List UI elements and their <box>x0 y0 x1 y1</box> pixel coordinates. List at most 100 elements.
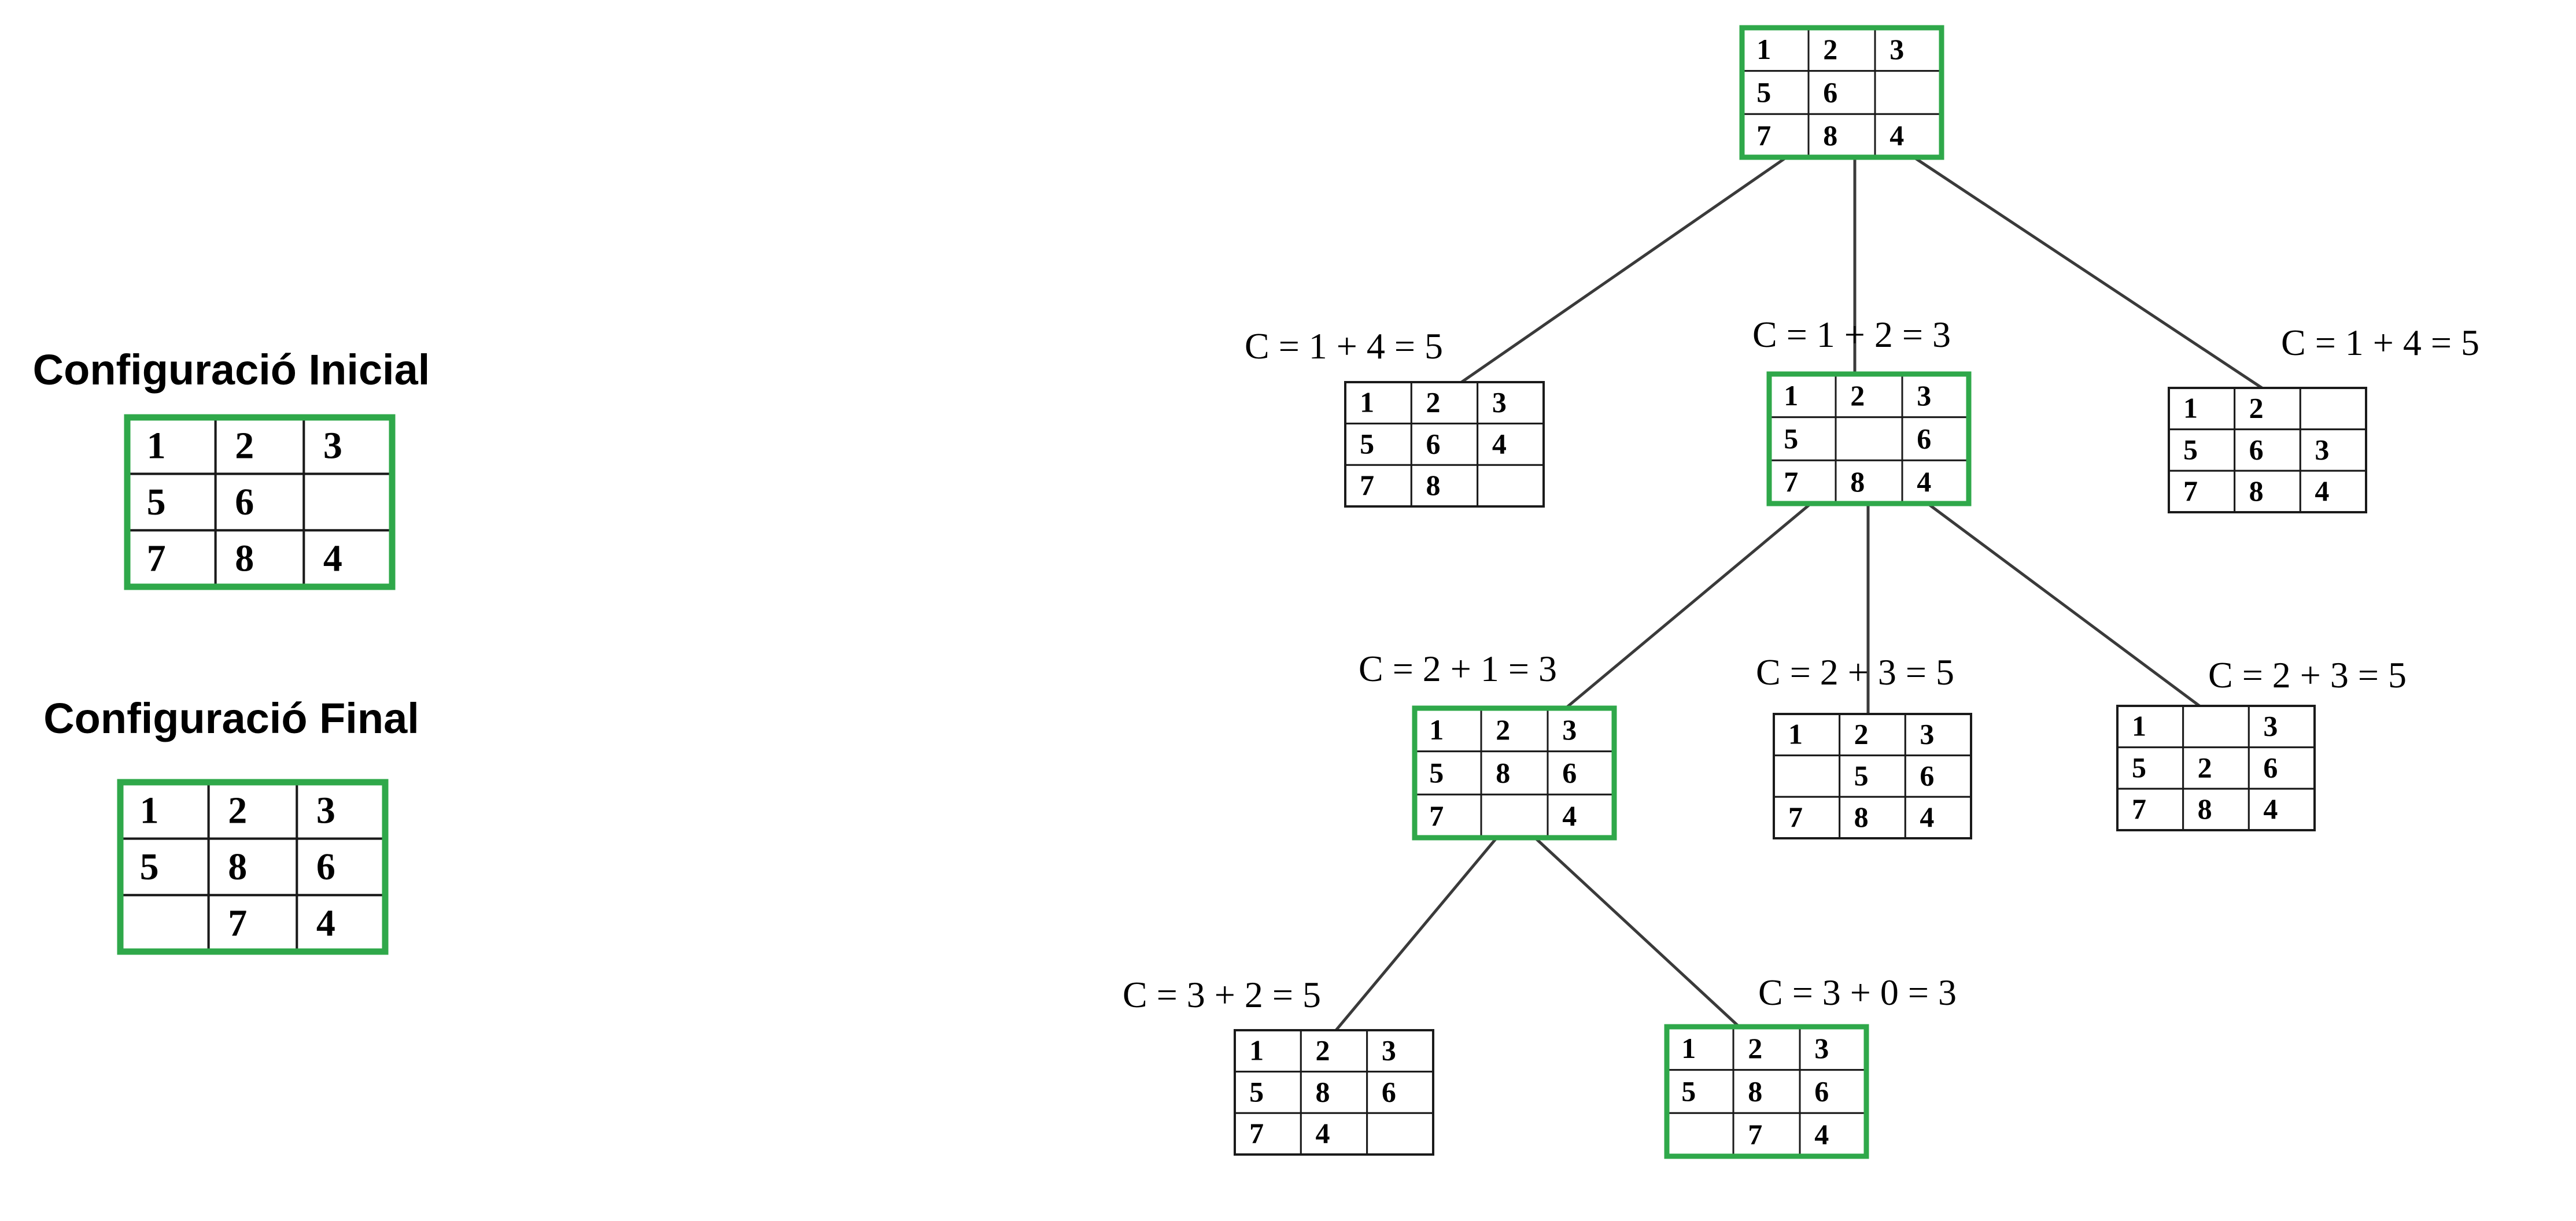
board-cell <box>1741 113 1810 158</box>
tile-number: 7 <box>147 538 166 580</box>
tile-number: 7 <box>1788 801 1803 833</box>
tile-number: 1 <box>147 424 166 467</box>
board-cell <box>207 894 298 953</box>
tile-number: 7 <box>1249 1117 1264 1149</box>
board-cell <box>2182 787 2250 831</box>
board-cell <box>1904 713 1972 757</box>
board-cell <box>1300 1029 1368 1073</box>
board-cell <box>1732 1069 1801 1114</box>
board-cell <box>2299 469 2367 513</box>
tile-number: 2 <box>1426 386 1440 419</box>
board-cell <box>1773 713 1841 757</box>
board-cell <box>1547 793 1615 839</box>
tile-number: 7 <box>1756 119 1771 151</box>
board-cell <box>1773 754 1841 798</box>
highlight-border <box>1739 25 1944 160</box>
board-cell <box>1835 416 1903 461</box>
highlight-border <box>124 414 396 590</box>
tile-number: 4 <box>2263 793 2278 825</box>
board-cell <box>1901 459 1970 505</box>
tile-number: 3 <box>1814 1032 1829 1064</box>
tile-number: 5 <box>2132 751 2146 783</box>
board-cell <box>1480 750 1549 796</box>
board-border <box>2116 705 2316 831</box>
board-cell <box>1799 1026 1868 1071</box>
tile-number: 6 <box>1917 422 1931 454</box>
tile-number: 4 <box>323 538 342 580</box>
board-cell <box>1410 381 1479 425</box>
tile-number: 2 <box>1496 713 1510 746</box>
board-cell <box>1901 373 1970 419</box>
tile-number: 2 <box>2198 751 2212 783</box>
board-cell <box>302 472 393 532</box>
board-cell <box>296 837 386 897</box>
board-cell <box>1835 373 1903 419</box>
board-cell <box>1741 27 1810 72</box>
tile-number: 7 <box>2183 475 2198 507</box>
board-cell <box>1768 373 1837 419</box>
tile-number: 6 <box>1814 1075 1829 1107</box>
board-cell <box>1410 423 1479 466</box>
board-cell <box>1904 754 1972 798</box>
board-cell <box>1807 27 1876 72</box>
board-cell <box>1234 1071 1302 1114</box>
tile-number: 1 <box>1360 386 1374 419</box>
board-cell <box>1344 423 1412 466</box>
board-cell <box>214 472 305 532</box>
tile-number: 3 <box>1562 713 1577 746</box>
board-cell <box>1768 416 1837 461</box>
tile-number: 2 <box>1850 379 1865 412</box>
board-cell <box>1807 70 1876 115</box>
tile-number: 3 <box>323 424 342 467</box>
tile-number: 1 <box>1784 379 1798 412</box>
tile-number: 4 <box>316 902 335 945</box>
board-cell <box>296 781 386 840</box>
board-cell <box>1234 1029 1302 1073</box>
tile-number: 2 <box>1854 718 1869 750</box>
tile-number: 6 <box>1382 1075 1396 1108</box>
board-cell <box>126 472 217 532</box>
board-cell <box>1366 1029 1434 1073</box>
tile-number: 3 <box>1889 33 1904 65</box>
board-cell <box>119 894 210 953</box>
cost-label: C = 2 + 1 = 3 <box>1359 648 1557 689</box>
cost-label: C = 2 + 3 = 5 <box>1756 652 1954 693</box>
board-cell <box>214 529 305 588</box>
board-cell <box>1732 1112 1801 1157</box>
tile-number: 5 <box>147 481 166 523</box>
tile-number: 1 <box>1681 1032 1696 1064</box>
board-cell <box>1768 459 1837 505</box>
tile-number: 1 <box>140 789 159 831</box>
tree-edge <box>1460 156 1788 384</box>
tile-number: 4 <box>1917 465 1931 498</box>
tile-number: 8 <box>1748 1075 1762 1107</box>
board-cell <box>1839 796 1906 839</box>
tile-number: 5 <box>1756 76 1771 108</box>
tile-number: 6 <box>1823 76 1837 108</box>
highlight-border <box>1766 371 1972 506</box>
board-cell <box>1835 459 1903 505</box>
cost-label: C = 2 + 3 = 5 <box>2208 654 2407 695</box>
board-cell <box>1874 113 1943 158</box>
tile-number: 5 <box>140 846 159 888</box>
tile-number: 8 <box>2249 475 2264 507</box>
board-cell <box>302 416 393 475</box>
cost-label: C = 1 + 4 = 5 <box>1245 325 1443 367</box>
tile-number: 8 <box>1823 119 1837 151</box>
tile-number: 4 <box>1562 800 1577 832</box>
board-cell <box>119 837 210 897</box>
board-cell <box>1839 713 1906 757</box>
board-cell <box>1366 1112 1434 1156</box>
tile-number: 3 <box>1382 1034 1396 1067</box>
final-config-title: Configuració Final <box>43 694 419 742</box>
cost-label: C = 3 + 2 = 5 <box>1123 974 1321 1015</box>
board-cell <box>126 529 217 588</box>
tile-number: 8 <box>1496 756 1510 789</box>
tile-number: 7 <box>1784 465 1798 498</box>
board-cell <box>296 894 386 953</box>
board-cell <box>2182 746 2250 790</box>
